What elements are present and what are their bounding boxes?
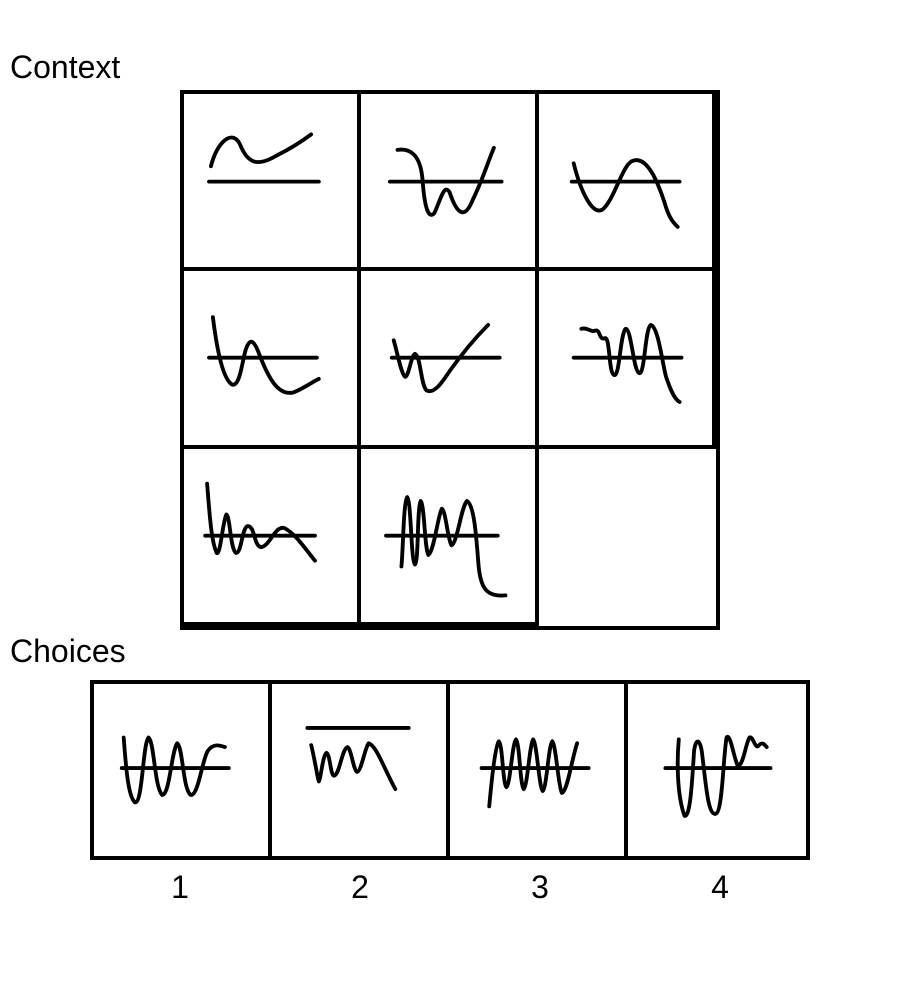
context-cell-r3c2 <box>361 448 539 626</box>
rising-w-wave-crossing-line-icon <box>390 323 502 394</box>
w-wave-crossing-line-icon <box>388 145 504 217</box>
deep-wave-with-peak-crossing-line-icon <box>663 734 773 818</box>
jagged-m-wave-crossing-line-icon <box>571 323 684 405</box>
context-cell-r2c2 <box>361 271 539 449</box>
context-grid <box>180 90 720 630</box>
tall-m-wave-crossing-line-icon <box>384 494 508 598</box>
context-cell-r3c1 <box>184 448 362 626</box>
choices-row <box>90 680 810 860</box>
context-cell-r2c3 <box>538 271 716 449</box>
descending-wave-crossing-line-icon <box>207 315 321 396</box>
choice-2[interactable] <box>272 684 450 856</box>
context-cell-r3c3-empty <box>539 449 716 626</box>
context-cell-r1c2 <box>361 94 539 272</box>
choice-1[interactable] <box>94 684 272 856</box>
context-cell-r1c3 <box>538 94 716 272</box>
zigzag-wave-crossing-line-icon <box>119 735 231 805</box>
choice-3[interactable] <box>450 684 628 856</box>
choice-4[interactable] <box>628 684 806 856</box>
m-wave-below-line-icon <box>305 726 411 792</box>
context-cell-r2c1 <box>184 271 362 449</box>
single-wave-crossing-line-icon <box>569 158 682 229</box>
choice-number-2: 2 <box>351 869 369 905</box>
smooth-wave-above-line-icon <box>207 132 321 184</box>
context-label: Context <box>10 49 121 85</box>
choice-number-4: 4 <box>711 869 729 905</box>
choices-label: Choices <box>10 633 126 669</box>
dense-zigzag-crossing-line-icon <box>479 737 591 809</box>
choice-number-3: 3 <box>531 869 549 905</box>
jagged-descending-wave-crossing-line-icon <box>203 481 317 563</box>
context-cell-r1c1 <box>184 94 362 272</box>
choice-number-1: 1 <box>171 869 189 905</box>
